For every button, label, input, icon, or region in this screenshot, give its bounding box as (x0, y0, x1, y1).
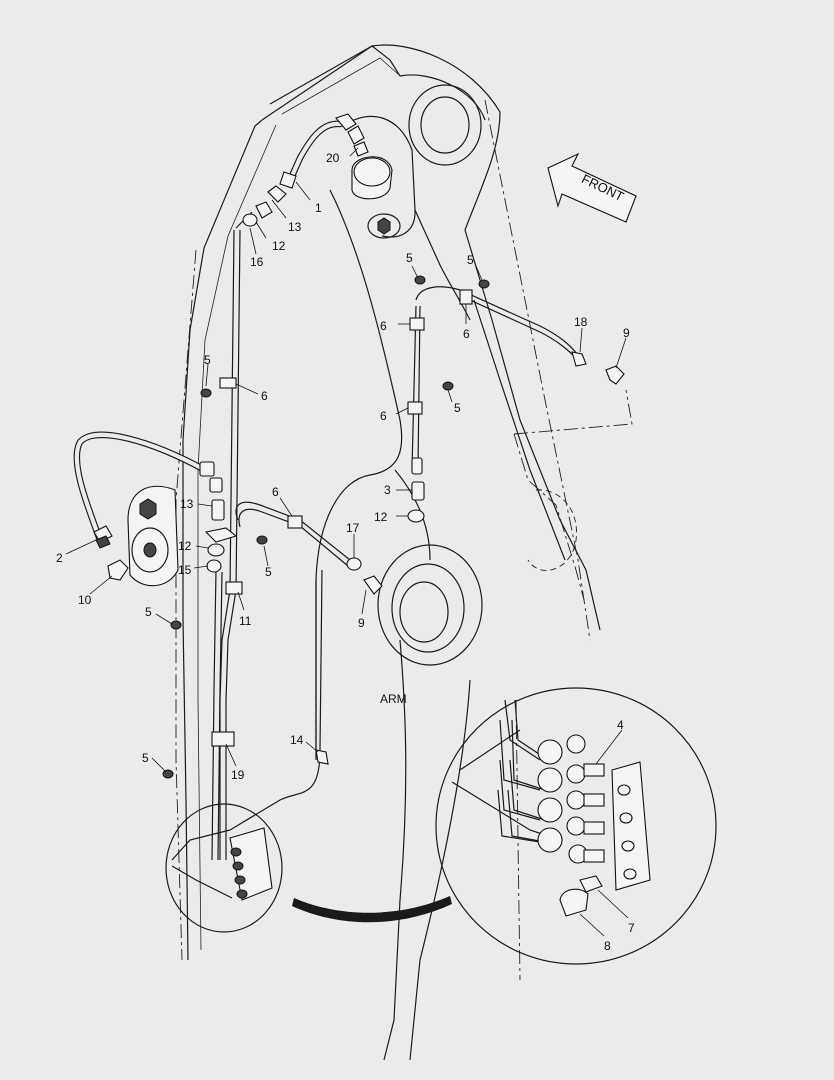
callout-labels: 1 20 13 12 16 5 5 6 6 18 9 5 6 6 5 3 12 … (56, 151, 635, 953)
callout-5: 5 (406, 251, 413, 265)
callout-5: 5 (145, 605, 152, 619)
callout-5: 5 (142, 751, 149, 765)
callout-14: 14 (290, 733, 304, 747)
callout-15: 15 (178, 563, 192, 577)
callout-17: 17 (346, 521, 360, 535)
callout-6: 6 (380, 409, 387, 423)
callout-1: 1 (315, 201, 322, 215)
front-direction-arrow: FRONT (547, 152, 637, 223)
detail-view (165, 687, 717, 965)
callout-16: 16 (250, 255, 264, 269)
callout-13: 13 (180, 497, 194, 511)
callout-12: 12 (272, 239, 286, 253)
arm-structure (127, 44, 633, 1061)
callout-19: 19 (231, 768, 245, 782)
callout-12: 12 (374, 510, 388, 524)
callout-5: 5 (265, 565, 272, 579)
callout-6: 6 (261, 389, 268, 403)
callout-12: 12 (178, 539, 192, 553)
callout-6: 6 (272, 485, 279, 499)
callout-6: 6 (463, 327, 470, 341)
callout-6: 6 (380, 319, 387, 333)
callout-18: 18 (574, 315, 588, 329)
callout-13: 13 (288, 220, 302, 234)
callout-11: 11 (239, 614, 252, 628)
callout-7: 7 (628, 921, 635, 935)
callout-5: 5 (467, 253, 474, 267)
callout-5: 5 (454, 401, 461, 415)
callout-9: 9 (358, 616, 365, 630)
arm-label: ARM (380, 692, 407, 706)
callout-4: 4 (617, 718, 624, 732)
callout-20: 20 (326, 151, 340, 165)
callout-9: 9 (623, 326, 630, 340)
leader-lines (65, 147, 629, 937)
hydraulic-lines (73, 120, 579, 899)
callout-3: 3 (384, 483, 391, 497)
fittings (93, 113, 625, 901)
callout-2: 2 (56, 551, 63, 565)
callout-5: 5 (204, 353, 211, 367)
callout-8: 8 (604, 939, 611, 953)
callout-10: 10 (78, 593, 92, 607)
